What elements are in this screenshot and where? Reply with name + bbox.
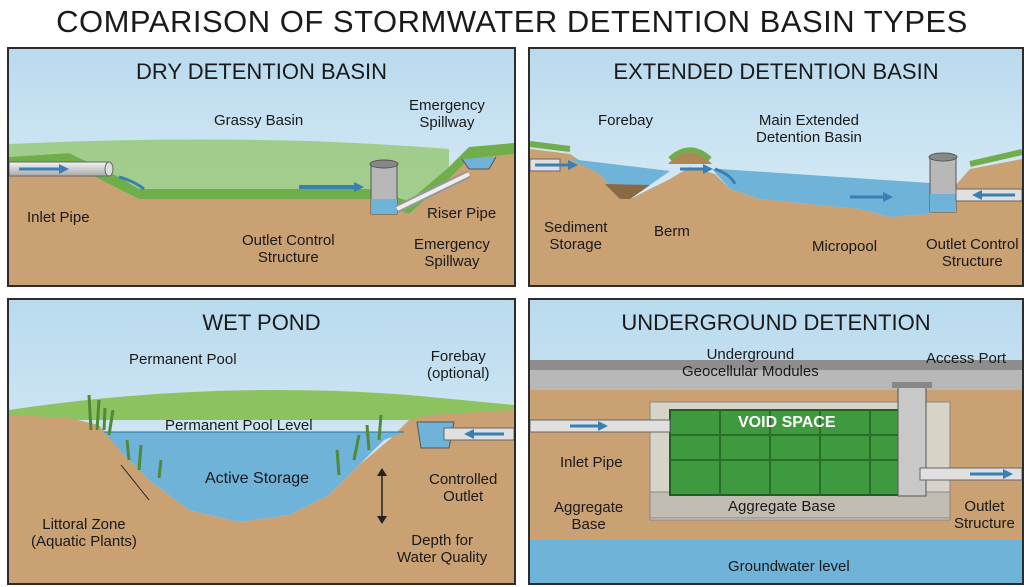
label-forebay: Forebay (optional) bbox=[427, 348, 490, 382]
panel-title: DRY DETENTION BASIN bbox=[135, 59, 387, 84]
sediment bbox=[605, 184, 650, 199]
label-berm: Berm bbox=[654, 223, 690, 240]
label-outlet-control: Outlet Control Structure bbox=[242, 232, 335, 266]
label-permanent-pool: Permanent Pool bbox=[129, 351, 237, 368]
pond-water bbox=[104, 432, 404, 522]
panel-underground-detention: UNDERGROUND DETENTION Underground Geocel… bbox=[528, 298, 1024, 585]
label-void-space: VOID SPACE bbox=[738, 414, 836, 431]
label-modules: Underground Geocellular Modules bbox=[682, 346, 819, 380]
panel-wet-pond: WET POND Permanent Pool Forebay (optiona… bbox=[7, 298, 516, 585]
label-active-storage: Active Storage bbox=[205, 470, 310, 487]
underground-illustration bbox=[530, 300, 1022, 583]
panel-extended-detention: EXTENDED DETENTION BASIN Forebay Main Ex… bbox=[528, 47, 1024, 287]
label-sediment-storage: Sediment Storage bbox=[544, 219, 608, 253]
label-riser-pipe: Riser Pipe bbox=[427, 205, 497, 222]
label-controlled-outlet: Controlled Outlet bbox=[429, 471, 498, 505]
label-aggregate-base-left: Aggregate Base bbox=[554, 499, 624, 533]
label-outlet-control: Outlet Control Structure bbox=[926, 236, 1019, 270]
grass-field bbox=[9, 390, 514, 420]
spillway-channel bbox=[461, 156, 497, 170]
panel-title: UNDERGROUND DETENTION bbox=[621, 310, 931, 335]
page-title: COMPARISON OF STORMWATER DETENTION BASIN… bbox=[56, 4, 968, 39]
label-access-port: Access Port bbox=[926, 350, 1007, 367]
dry-basin-illustration bbox=[9, 49, 514, 285]
label-emergency-spillway-bottom: Emergency Spillway bbox=[414, 236, 490, 270]
soil bbox=[530, 149, 1022, 285]
aquatic-plants bbox=[87, 394, 383, 479]
groundwater bbox=[530, 540, 1022, 583]
label-aggregate-base-center: Aggregate Base bbox=[728, 498, 836, 515]
forebay-water bbox=[570, 159, 670, 199]
label-inlet-pipe: Inlet Pipe bbox=[27, 209, 90, 226]
soil bbox=[9, 154, 514, 285]
extended-basin-illustration bbox=[530, 49, 1022, 285]
wet-pond-illustration bbox=[9, 300, 514, 583]
label-pool-level: Permanent Pool Level bbox=[165, 417, 313, 434]
label-grassy-basin: Grassy Basin bbox=[214, 112, 304, 129]
main-water bbox=[712, 169, 945, 217]
label-groundwater: Groundwater level bbox=[728, 558, 850, 575]
panel-title: WET POND bbox=[202, 310, 321, 335]
label-depth: Depth for Water Quality bbox=[397, 532, 488, 566]
soil bbox=[9, 410, 514, 583]
label-forebay: Forebay bbox=[598, 112, 654, 129]
label-emergency-spillway-top: Emergency Spillway bbox=[409, 97, 485, 131]
label-micropool: Micropool bbox=[812, 238, 878, 255]
panel-title: EXTENDED DETENTION BASIN bbox=[613, 59, 939, 84]
label-littoral-zone: Littoral Zone (Aquatic Plants) bbox=[31, 516, 137, 550]
panel-dry-detention: DRY DETENTION BASIN Grassy Basin Emergen… bbox=[7, 47, 516, 287]
label-inlet-pipe: Inlet Pipe bbox=[560, 454, 623, 471]
label-main-basin: Main Extended Detention Basin bbox=[756, 112, 862, 146]
label-outlet-structure: Outlet Structure bbox=[954, 498, 1015, 532]
